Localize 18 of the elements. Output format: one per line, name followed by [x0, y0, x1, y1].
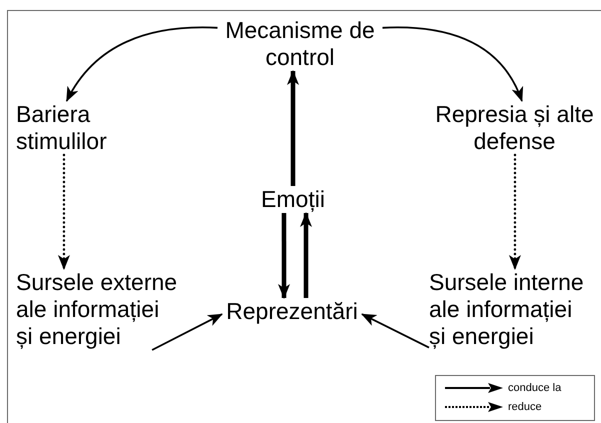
node-label: Represia și alte defense	[434, 101, 595, 155]
node-label: Sursele interne ale informației și energiei	[429, 269, 585, 350]
legend-label: reduce	[508, 400, 542, 414]
arrow	[278, 213, 290, 299]
node-label: Reprezentări	[225, 298, 359, 325]
arrow	[287, 70, 299, 186]
node-label: Sursele externe ale informației și energiei	[16, 269, 178, 350]
node-label: Emoții	[260, 186, 326, 213]
arrow	[508, 154, 521, 270]
arrow	[382, 26, 523, 102]
arrow	[152, 313, 223, 351]
arrow	[66, 26, 218, 102]
arrow	[361, 313, 430, 348]
arrow	[300, 212, 312, 298]
node-label: Mecanisme de control	[224, 17, 376, 71]
node-label: Bariera stimulilor	[16, 101, 108, 155]
legend-label: conduce la	[508, 381, 562, 395]
arrow	[58, 154, 70, 270]
